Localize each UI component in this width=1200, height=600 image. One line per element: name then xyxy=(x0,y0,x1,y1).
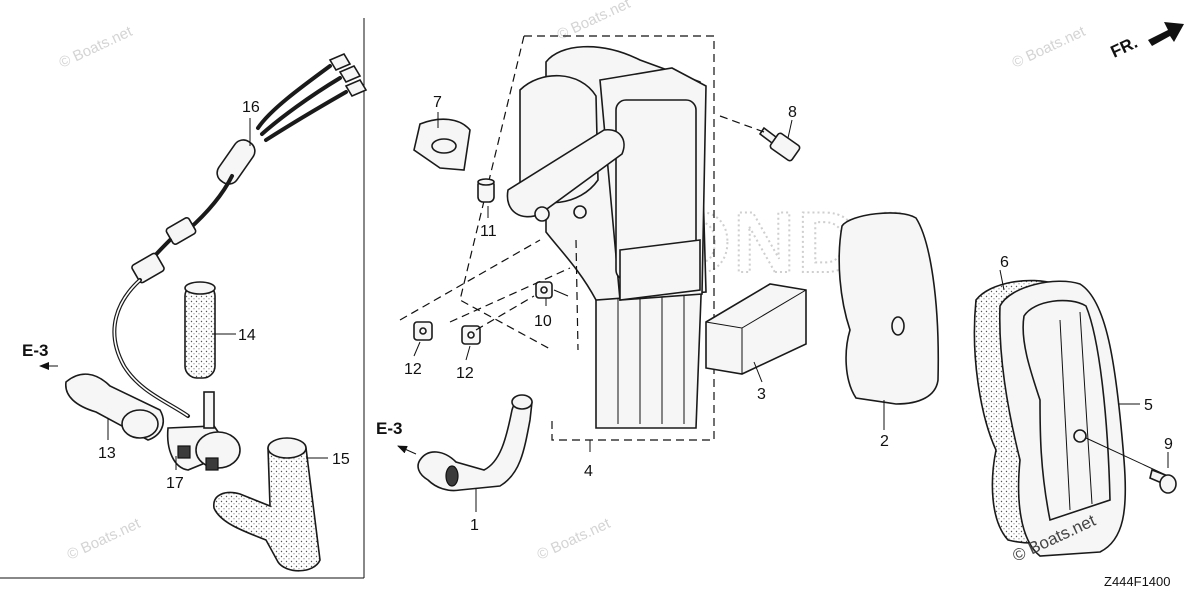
callout-10: 10 xyxy=(534,313,552,330)
bracket-plate xyxy=(413,118,471,171)
breather-connector xyxy=(65,373,241,471)
watermark-text: © Boats.net xyxy=(65,515,144,564)
callout-9: 9 xyxy=(1164,436,1173,453)
nut-10 xyxy=(535,281,553,299)
watermark-text: © Boats.net xyxy=(555,0,634,44)
callout-12-left: 12 xyxy=(404,361,422,378)
bent-hose xyxy=(213,437,321,572)
screw xyxy=(1085,437,1177,494)
callout-17: 17 xyxy=(166,475,184,492)
nut-12-left xyxy=(413,321,433,341)
front-direction-indicator: FR. xyxy=(1108,22,1184,62)
air-cleaner-cover xyxy=(998,280,1127,557)
callout-labels: 1 2 3 4 5 6 7 8 9 10 11 12 12 13 14 15 1… xyxy=(98,94,1173,534)
callout-15: 15 xyxy=(332,451,350,468)
callout-3: 3 xyxy=(757,386,766,403)
drawing-code: Z444F1400 xyxy=(1104,574,1171,589)
callout-11: 11 xyxy=(480,223,497,240)
nut-12-right xyxy=(461,325,481,345)
callout-5: 5 xyxy=(1144,397,1153,414)
callout-7: 7 xyxy=(433,94,442,111)
air-cleaner-box xyxy=(459,35,715,441)
callout-13: 13 xyxy=(98,445,116,462)
watermark-text: © Boats.net xyxy=(1010,23,1089,72)
callout-16: 16 xyxy=(242,99,260,116)
reference-e3-left: E-3 xyxy=(22,341,58,370)
direction-label: FR. xyxy=(1108,33,1141,62)
wire-harness xyxy=(112,52,368,418)
callout-14: 14 xyxy=(238,327,256,344)
callout-4: 4 xyxy=(584,463,593,480)
left-panel-frame xyxy=(0,18,365,579)
reference-label: E-3 xyxy=(22,341,48,360)
short-hose xyxy=(184,281,216,379)
filter-element xyxy=(705,283,807,375)
collar xyxy=(477,178,495,203)
callout-2: 2 xyxy=(880,433,889,450)
callout-1: 1 xyxy=(470,517,479,534)
foam-filter xyxy=(838,212,940,405)
callout-8: 8 xyxy=(788,104,797,121)
reference-e3-middle: E-3 xyxy=(376,419,417,455)
intake-tube xyxy=(417,394,533,492)
leader-lines xyxy=(107,112,1169,512)
watermark-text: © Boats.net xyxy=(57,23,136,72)
reference-label: E-3 xyxy=(376,419,402,438)
callout-12-right: 12 xyxy=(456,365,474,382)
watermark-text: © Boats.net xyxy=(535,515,614,564)
direction-arrow-icon xyxy=(1148,22,1184,46)
callout-6: 6 xyxy=(1000,254,1009,271)
bolt-upper xyxy=(758,126,801,162)
